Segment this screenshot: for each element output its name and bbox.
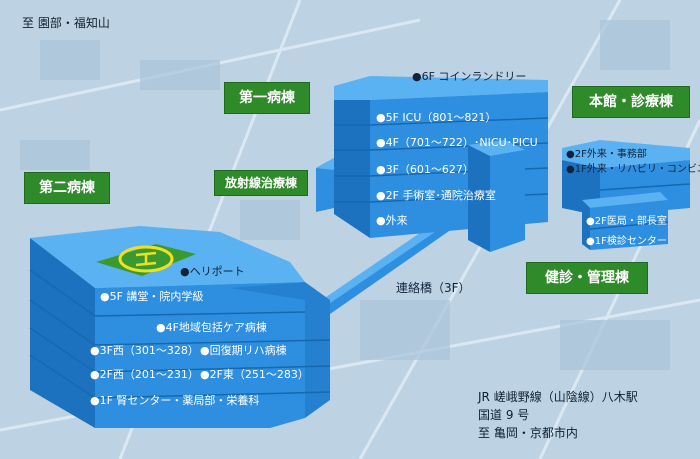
honkan-title: 本館・診療棟 <box>572 86 690 118</box>
daiichi-floor-5f: ●5F ICU（801〜821） <box>376 111 496 124</box>
route-line-train: JR 嵯峨野線（山陰線）八木駅 <box>478 390 638 404</box>
daiichi-floor-3f: ●3F（601〜627） <box>376 163 474 176</box>
background-blocks <box>20 20 670 370</box>
route-line-road: 国道 9 号 <box>478 408 530 422</box>
daiichi-floor-4f: ●4F（701〜722）･NICU･PICU <box>376 136 538 149</box>
daini-floor-heliport: ●ヘリポート <box>180 265 245 278</box>
helipad-circle-icon <box>118 245 174 273</box>
honkan-floor-labels: ●2F外来・事務部 ●1F外来・リハビリ・コンビニ <box>566 147 700 175</box>
kenshin-building <box>582 192 669 250</box>
daiichi-building <box>334 76 549 252</box>
daiichi-floor-6f: ●6F コインランドリー <box>412 70 526 83</box>
kenshin-floor-2f: ●2F医局・部長室 <box>586 214 667 227</box>
daini-floor-2f-west: ●2F西（201〜231） <box>90 368 199 381</box>
daini-floor-3f-rehab: ●回復期リハ病棟 <box>200 343 287 357</box>
radiation-title: 放射線治療棟 <box>214 170 308 196</box>
daini-title: 第二病棟 <box>24 172 110 204</box>
daiichi-title: 第一病棟 <box>224 82 310 114</box>
daini-floor-5f: ●5F 講堂・院内学級 <box>100 289 203 303</box>
kenshin-floor-labels: ●2F医局・部長室 ●1F検診センター <box>586 214 667 247</box>
route-line-direction: 至 亀岡・京都市内 <box>478 426 578 440</box>
daini-floor-3f-west: ●3F西（301〜328） <box>90 344 199 357</box>
kenshin-title: 健診・管理棟 <box>526 262 648 294</box>
bridge-label: 連絡橋（3F） <box>396 280 471 295</box>
daiichi-floor-2f: ●2F 手術室･通院治療室 <box>376 188 496 202</box>
honkan-floor-2f: ●2F外来・事務部 <box>566 147 647 160</box>
daini-floor-labels: ●ヘリポート ●5F 講堂・院内学級 ●4F地域包括ケア病棟 ●3F西（301〜… <box>90 265 309 407</box>
daini-floor-1f: ●1F 腎センター・薬局部・栄養科 <box>90 393 259 407</box>
honkan-floor-1f: ●1F外来・リハビリ・コンビニ <box>566 163 700 175</box>
daini-floor-2f-east: ●2F東（251〜283） <box>200 368 309 381</box>
daini-building <box>29 226 331 428</box>
corner-direction-label: 至 園部・福知山 <box>22 16 110 30</box>
route-info: JR 嵯峨野線（山陰線）八木駅 国道 9 号 至 亀岡・京都市内 <box>478 388 638 442</box>
daiichi-floor-labels: ●6F コインランドリー ●5F ICU（801〜821） ●4F（701〜72… <box>376 70 538 227</box>
daiichi-floor-1f: ●外来 <box>376 214 408 227</box>
daini-floor-4f: ●4F地域包括ケア病棟 <box>156 320 267 334</box>
helipad-h-icon <box>135 251 157 267</box>
kenshin-floor-1f: ●1F検診センター <box>586 234 667 247</box>
